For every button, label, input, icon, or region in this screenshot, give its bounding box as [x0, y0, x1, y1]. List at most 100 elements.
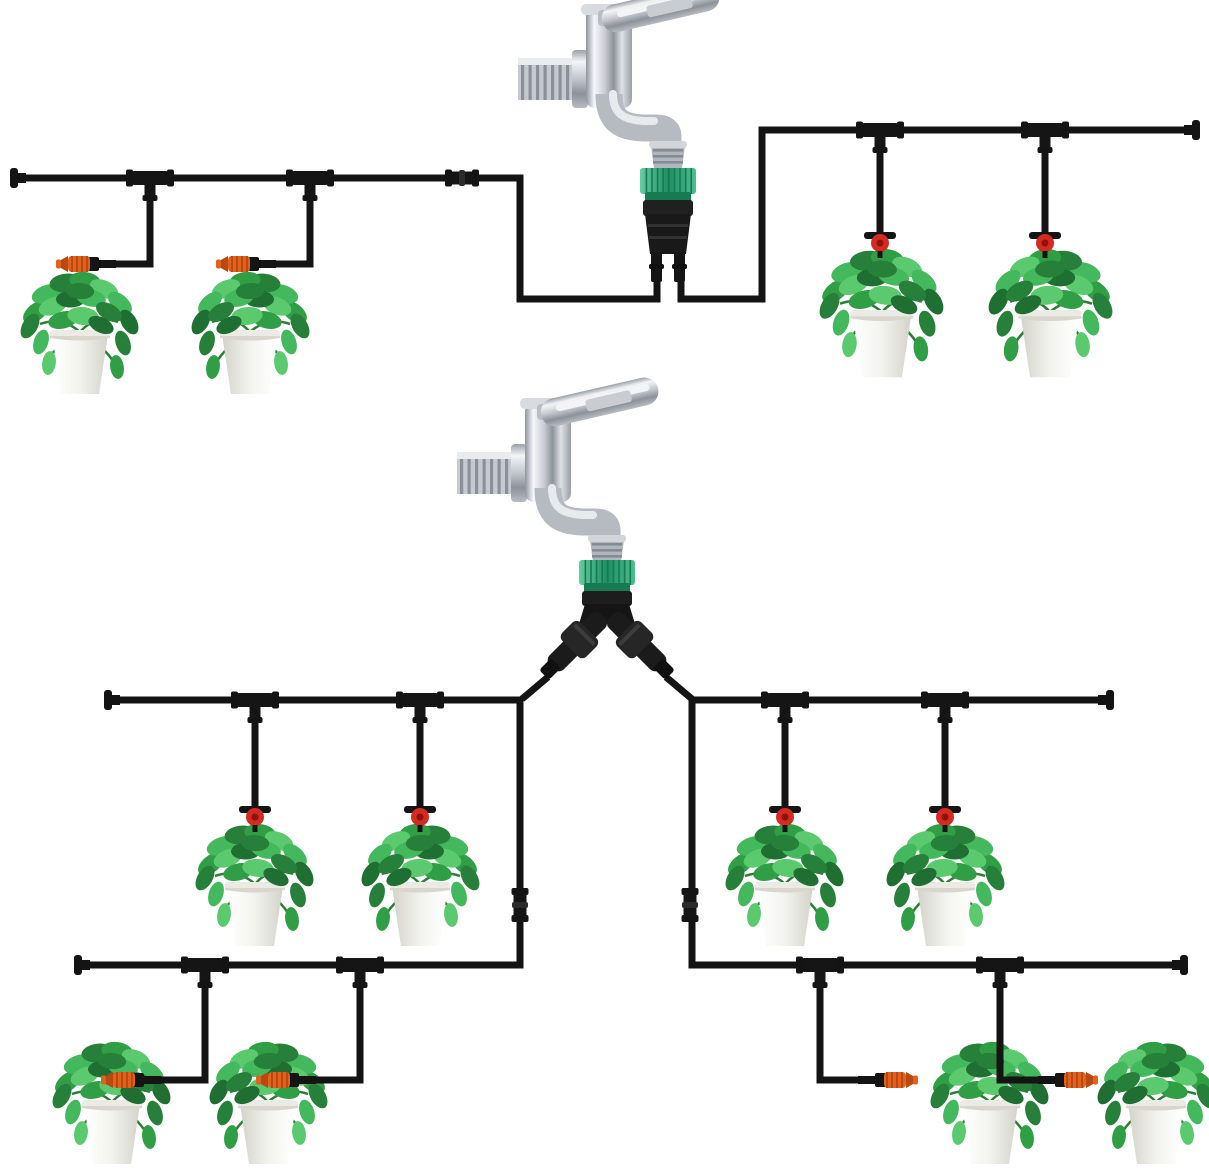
plant-3: [819, 248, 944, 378]
plant-foliage: [1097, 1041, 1209, 1149]
tubing-layer: [14, 126, 1196, 1084]
barbed-coupling-3: [681, 888, 699, 922]
red-dripper-3: [239, 799, 271, 832]
red-dripper-2: [1029, 225, 1061, 258]
tee-connector-1: [126, 169, 174, 201]
plant-foliage: [195, 823, 314, 931]
drippers-layer: [56, 225, 1098, 1088]
plant-pot: [960, 1100, 1020, 1164]
plant-pot: [220, 330, 280, 394]
adapter-outlet-port: [672, 252, 687, 282]
tee-connector-3: [856, 121, 904, 153]
plant-pot: [82, 1100, 142, 1164]
plant-pot: [850, 310, 914, 378]
tee-connector-9: [181, 956, 229, 988]
plant-pot: [1018, 310, 1082, 378]
red-dripper-4: [404, 799, 436, 832]
tee-connector-2: [286, 169, 334, 201]
end-plug-4: [1098, 690, 1114, 710]
plant-2: [191, 271, 310, 394]
plant-pot: [50, 330, 110, 394]
plant-pot: [755, 882, 815, 946]
plant-4: [988, 248, 1113, 378]
plant-pot: [238, 1100, 298, 1164]
plant-foliage: [191, 271, 310, 379]
faucet-spout: [534, 484, 621, 544]
faucet-outlet-thread: [649, 141, 687, 168]
plant-7: [725, 823, 844, 946]
faucet-inlet-thread: [457, 444, 527, 502]
tee-connector-12: [976, 956, 1024, 988]
orange-dripper-3: [101, 1072, 161, 1088]
tee-connector-6: [396, 691, 444, 723]
faucet-2: [457, 377, 659, 562]
faucet-1: [518, 0, 720, 168]
end-plug-1: [10, 168, 26, 188]
end-plug-6: [1172, 955, 1188, 975]
faucet-handle: [540, 377, 659, 427]
plants-layer: [20, 248, 1209, 1164]
orange-dripper-1: [56, 256, 116, 272]
faucet-inlet-thread: [518, 50, 588, 108]
barbed-coupling-1: [445, 169, 479, 187]
plant-10: [209, 1041, 328, 1164]
tube-top-right-main: [677, 126, 1196, 303]
plant-1: [20, 271, 139, 394]
red-dripper-6: [929, 799, 961, 832]
plant-11: [930, 1041, 1049, 1164]
tee-connector-10: [336, 956, 384, 988]
tube-low-right-drop-2: [996, 969, 1042, 1084]
barbed-coupling-2: [511, 888, 529, 922]
plant-pot: [225, 882, 285, 946]
tube-bottom-right-main: [688, 696, 1184, 969]
tee-connector-4: [1021, 121, 1069, 153]
tee-connector-11: [796, 956, 844, 988]
hardware-layer: [457, 0, 720, 679]
tube-low-left-drop-1: [157, 969, 209, 1084]
plant-5: [195, 823, 314, 946]
tee-connector-8: [921, 691, 969, 723]
plant-6: [361, 823, 480, 946]
red-dripper-1: [864, 225, 896, 258]
two-outlet-hose-adapter: [640, 168, 696, 282]
splitter-green-cap: [579, 560, 635, 585]
tee-connector-5: [231, 691, 279, 723]
plant-8: [886, 823, 1005, 946]
orange-dripper-2: [216, 256, 276, 272]
plant-foliage: [361, 823, 480, 931]
orange-dripper-5: [858, 1072, 918, 1088]
tube-low-left-drop-2: [312, 969, 364, 1084]
tube-y-left-feed: [519, 674, 551, 702]
end-plug-5: [74, 955, 90, 975]
adapter-green-cap: [640, 168, 696, 194]
faucet-handle: [601, 0, 720, 33]
plant-foliage: [819, 248, 944, 362]
plant-foliage: [886, 823, 1005, 931]
end-plug-3: [104, 690, 120, 710]
plant-foliage: [20, 271, 139, 379]
tube-bottom-left-main: [78, 696, 524, 969]
orange-dripper-6: [1038, 1072, 1098, 1088]
faucet-spout: [595, 90, 682, 150]
tube-low-right-drop-1: [816, 969, 862, 1084]
faucet-outlet-thread: [588, 535, 626, 562]
red-dripper-5: [769, 799, 801, 832]
y-splitter-valve: [540, 560, 674, 679]
plant-pot: [390, 882, 450, 946]
tube-top-left-drop-2: [272, 182, 314, 268]
orange-dripper-4: [256, 1072, 316, 1088]
tube-top-left-drop-1: [112, 182, 154, 268]
tube-y-right-feed: [663, 674, 695, 702]
y-splitter-right-arm: [607, 612, 674, 679]
adapter-outlet-port: [649, 252, 664, 282]
plant-pot: [1126, 1100, 1186, 1164]
y-splitter-left-arm: [540, 612, 607, 679]
tee-connector-7: [761, 691, 809, 723]
fittings-layer: [10, 120, 1200, 988]
plant-12: [1097, 1041, 1209, 1164]
plant-9: [52, 1041, 171, 1164]
plant-pot: [915, 882, 975, 946]
plant-foliage: [725, 823, 844, 931]
